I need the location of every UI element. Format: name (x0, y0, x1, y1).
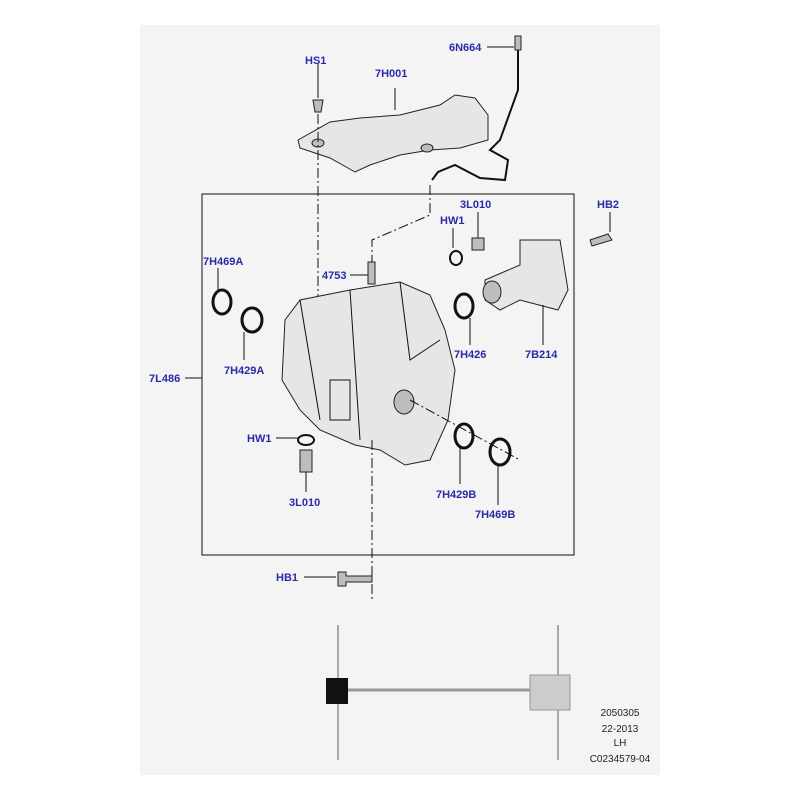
diagram-year: 22-2013 (602, 724, 639, 735)
clip-part (312, 99, 324, 113)
seal-7h469b-part (488, 437, 512, 467)
seal-7h429b-part (453, 422, 475, 450)
callout-4753[interactable]: 4753 (322, 270, 346, 282)
washer-part (449, 250, 463, 266)
sensor-part (471, 237, 485, 251)
bolt-hb2-part (589, 233, 613, 247)
sensor-bottom-part (299, 449, 313, 473)
output-flange-part (484, 239, 569, 311)
heat-shield-part (297, 94, 489, 173)
vent-cap (514, 35, 522, 51)
centerline (371, 185, 431, 262)
callout-3l010-bottom[interactable]: 3L010 (289, 497, 320, 509)
callout-7h001[interactable]: 7H001 (375, 68, 407, 80)
callout-hw1-bottom[interactable]: HW1 (247, 433, 271, 445)
seal-7h469a-part (211, 288, 233, 316)
callout-7l486[interactable]: 7L486 (149, 373, 180, 385)
housing-bore (393, 389, 415, 415)
centerline (409, 399, 521, 461)
bolt-hb1-part (337, 571, 373, 587)
callout-7h469b[interactable]: 7H469B (475, 509, 515, 521)
washer-bottom-part (297, 434, 315, 446)
diagram-reference: C0234579-04 (590, 754, 651, 765)
diagram-side: LH (614, 738, 627, 749)
housing-detail (299, 281, 441, 441)
callout-hb1[interactable]: HB1 (276, 572, 298, 584)
heat-shield-hole (420, 143, 434, 153)
callout-3l010-top[interactable]: 3L010 (460, 199, 491, 211)
callout-7b214[interactable]: 7B214 (525, 349, 558, 361)
callout-hs1[interactable]: HS1 (305, 55, 326, 67)
callout-7h469a[interactable]: 7H469A (203, 256, 243, 268)
seal-7h429a-part (240, 306, 264, 334)
assembly-frame (201, 193, 575, 556)
driveline-locator-thumbnail (326, 625, 571, 760)
callout-hw1-top[interactable]: HW1 (440, 215, 464, 227)
callout-7h429a[interactable]: 7H429A (224, 365, 264, 377)
vent-tube-part (431, 38, 519, 182)
dowel-part (367, 261, 376, 285)
callout-7h426[interactable]: 7H426 (454, 349, 486, 361)
transfer-case-housing-part (281, 281, 456, 466)
callout-7h429b[interactable]: 7H429B (436, 489, 476, 501)
callout-hb2[interactable]: HB2 (597, 199, 619, 211)
callout-6n664[interactable]: 6N664 (449, 42, 482, 54)
flange-bore (482, 280, 502, 304)
seal-7h426-part (453, 292, 475, 320)
diagram-code: 2050305 (601, 708, 640, 719)
